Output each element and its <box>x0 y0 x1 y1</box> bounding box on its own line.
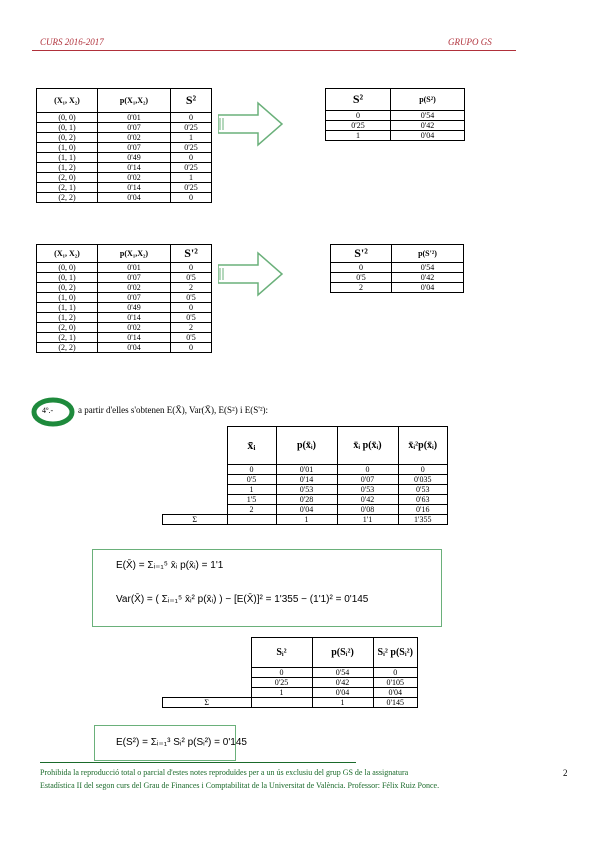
col-header: p(x̄ᵢ) <box>275 426 338 465</box>
header-course: CURS 2016-2017 <box>40 37 104 47</box>
col-header: x̄ᵢ²p(x̄ᵢ) <box>397 426 448 465</box>
col-header: p(Sᵢ²) <box>311 637 374 668</box>
formula-box-s2 <box>94 725 236 761</box>
arrow-right-icon <box>218 101 284 147</box>
header-group: GRUPO GS <box>448 37 492 47</box>
step-circle-icon <box>31 397 75 427</box>
formula-expected-xbar: E(X̄) = Σᵢ₌₁⁵ x̄ᵢ p(x̄ᵢ) = 1'1 <box>116 560 224 571</box>
col-header: p(X₁,X₂) <box>97 88 171 113</box>
footer-line-1: Prohibida la reproducció total o parcial… <box>40 768 409 777</box>
formula-variance-xbar: Var(X̄) = ( Σᵢ₌₁⁵ x̄ᵢ² p(x̄ᵢ) ) − [E(X̄)… <box>116 594 369 605</box>
header-rule <box>32 50 516 51</box>
col-header: S² <box>170 88 212 113</box>
col-header: (X₁, X₂) <box>36 244 98 263</box>
footer-rule <box>40 762 356 763</box>
col-header: S'² <box>170 244 212 263</box>
col-header: p(S'²) <box>391 244 464 263</box>
col-header: x̄ᵢ <box>226 426 277 465</box>
col-header: S'² <box>330 244 392 263</box>
formula-expected-s2: E(S²) = Σᵢ₌₁³ Sᵢ² p(Sᵢ²) = 0'145 <box>116 737 247 748</box>
col-header: Sᵢ² p(Sᵢ²) <box>372 637 418 668</box>
step-text: a partir d'elles s'obtenen E(X̄), Var(X̄… <box>78 405 269 415</box>
col-header: p(S²) <box>390 88 465 111</box>
col-header: x̄ᵢ p(x̄ᵢ) <box>336 426 399 465</box>
footer-line-2: Estadística II del segon curs del Grau d… <box>40 781 440 790</box>
col-header: S² <box>325 88 391 111</box>
formula-box-xbar <box>92 549 442 627</box>
col-header: p(X₁,X₂) <box>97 244 171 263</box>
col-header: (X₁, X₂) <box>36 88 98 113</box>
step-label: 4º.- <box>42 406 54 415</box>
arrow-right-icon <box>218 251 284 297</box>
col-header: Sᵢ² <box>250 637 313 668</box>
page-number: 2 <box>563 768 568 778</box>
